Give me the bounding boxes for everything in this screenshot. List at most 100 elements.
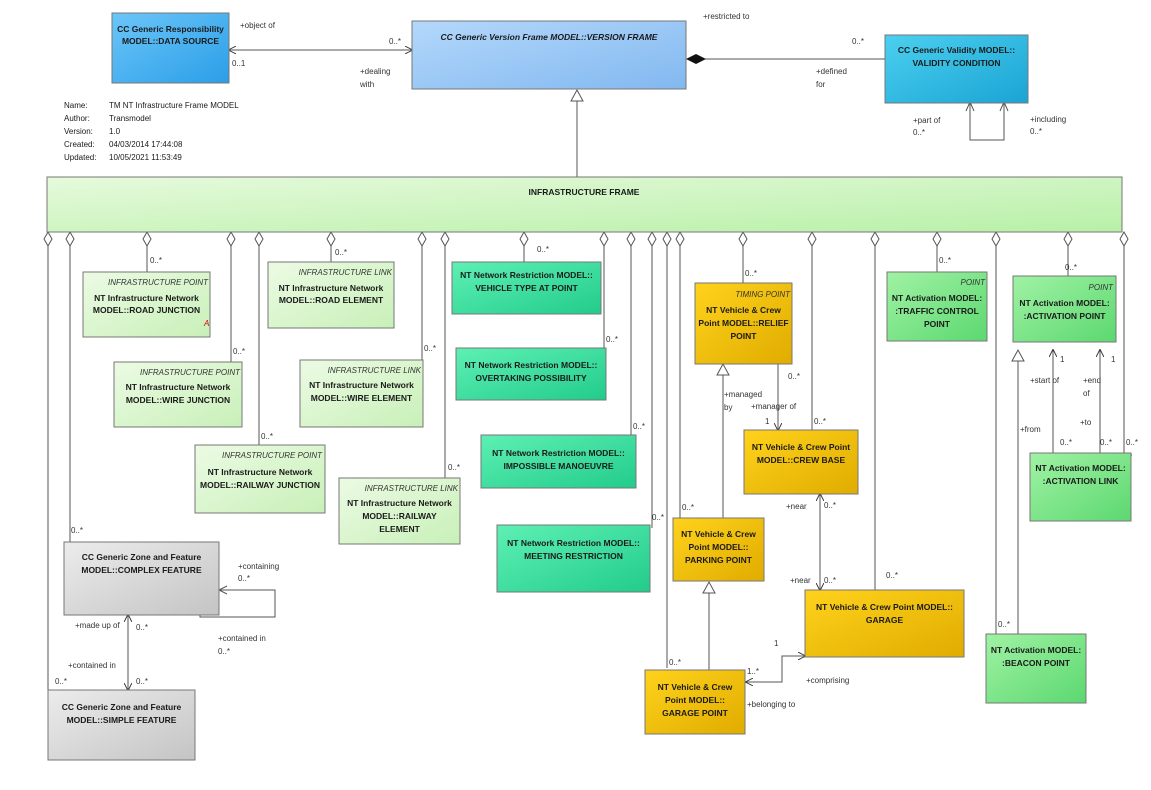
svg-text:0..*: 0..* <box>389 37 401 46</box>
edges <box>43 50 1132 692</box>
svg-text:0..*: 0..* <box>824 576 836 585</box>
svg-text:MODEL::RAILWAY: MODEL::RAILWAY <box>362 511 437 521</box>
svg-text:NT Network Restriction MODEL::: NT Network Restriction MODEL:: <box>492 448 625 458</box>
class-validity-condition[interactable]: CC Generic Validity MODEL:: VALIDITY CON… <box>884 34 1029 104</box>
svg-text:NT Vehicle & Crew: NT Vehicle & Crew <box>681 529 756 539</box>
class-beacon-point[interactable]: NT Activation MODEL: :BEACON POINT <box>985 633 1087 704</box>
class-impossible-manoeuvre[interactable]: NT Network Restriction MODEL:: IMPOSSIBL… <box>480 434 637 489</box>
svg-text:0..*: 0..* <box>788 372 800 381</box>
svg-text:NT Infrastructure Network: NT Infrastructure Network <box>94 293 199 303</box>
class-railway-junction[interactable]: INFRASTRUCTURE POINT NT Infrastructure N… <box>194 444 326 514</box>
svg-text:GARAGE POINT: GARAGE POINT <box>662 708 728 718</box>
svg-text:+managed: +managed <box>724 390 762 399</box>
svg-text:1.0: 1.0 <box>109 127 121 136</box>
svg-text:INFRASTRUCTURE POINT: INFRASTRUCTURE POINT <box>140 368 241 377</box>
class-activation-link[interactable]: NT Activation MODEL: :ACTIVATION LINK <box>1029 452 1132 522</box>
svg-text:0..*: 0..* <box>335 248 347 257</box>
svg-text:0..*: 0..* <box>939 256 951 265</box>
svg-text:+restricted to: +restricted to <box>703 12 750 21</box>
svg-text:CC Generic Version Frame MODEL: CC Generic Version Frame MODEL::VERSION … <box>441 32 658 42</box>
svg-text:NT Infrastructure Network: NT Infrastructure Network <box>309 380 414 390</box>
class-activation-point[interactable]: POINT NT Activation MODEL: :ACTIVATION P… <box>1012 275 1117 343</box>
svg-text:TIMING POINT: TIMING POINT <box>735 290 791 299</box>
class-meeting-restriction[interactable]: NT Network Restriction MODEL:: MEETING R… <box>496 524 651 593</box>
svg-text:ELEMENT: ELEMENT <box>379 524 420 534</box>
class-road-junction[interactable]: INFRASTRUCTURE POINT NT Infrastructure N… <box>82 271 211 338</box>
svg-text:0..*: 0..* <box>261 432 273 441</box>
svg-text:+including: +including <box>1030 115 1066 124</box>
svg-text:+belonging to: +belonging to <box>747 700 796 709</box>
svg-text:POINT: POINT <box>961 278 987 287</box>
svg-text:Name:: Name: <box>64 101 88 110</box>
svg-text:+contained in: +contained in <box>218 634 266 643</box>
svg-text:+to: +to <box>1080 418 1092 427</box>
class-garage[interactable]: NT Vehicle & Crew Point MODEL:: GARAGE <box>804 589 965 658</box>
svg-text:0..*: 0..* <box>852 37 864 46</box>
class-road-element[interactable]: INFRASTRUCTURE LINK NT Infrastructure Ne… <box>267 261 395 329</box>
svg-text:0..*: 0..* <box>1060 438 1072 447</box>
svg-text:with: with <box>359 80 374 89</box>
svg-text:1: 1 <box>1111 355 1116 364</box>
class-overtaking-possibility[interactable]: NT Network Restriction MODEL:: OVERTAKIN… <box>455 347 607 401</box>
svg-text:NT Vehicle & Crew: NT Vehicle & Crew <box>658 682 733 692</box>
svg-text:+dealing: +dealing <box>360 67 390 76</box>
svg-text:MODEL::WIRE ELEMENT: MODEL::WIRE ELEMENT <box>311 393 413 403</box>
svg-text:Updated:: Updated: <box>64 153 96 162</box>
edge-validity-self <box>969 103 1005 141</box>
svg-text:0..*: 0..* <box>913 128 925 137</box>
svg-text:NT Network Restriction MODEL::: NT Network Restriction MODEL:: <box>465 360 598 370</box>
svg-text:A: A <box>203 319 209 328</box>
svg-text:1..*: 1..* <box>747 667 759 676</box>
class-crew-base[interactable]: NT Vehicle & Crew Point MODEL::CREW BASE <box>743 429 859 495</box>
svg-text:MODEL::ROAD JUNCTION: MODEL::ROAD JUNCTION <box>93 305 200 315</box>
class-data-source[interactable]: CC Generic Responsibility MODEL::DATA SO… <box>111 12 230 84</box>
class-relief-point[interactable]: TIMING POINT NT Vehicle & Crew Point MOD… <box>694 282 793 365</box>
svg-text:0..*: 0..* <box>136 677 148 686</box>
class-vehicle-type-at-point[interactable]: NT Network Restriction MODEL:: VEHICLE T… <box>451 261 602 315</box>
svg-text:0..*: 0..* <box>448 463 460 472</box>
svg-text:INFRASTRUCTURE LINK: INFRASTRUCTURE LINK <box>299 268 393 277</box>
class-parking-point[interactable]: NT Vehicle & Crew Point MODEL:: PARKING … <box>672 517 765 582</box>
svg-text:POINT: POINT <box>924 319 951 329</box>
svg-text:for: for <box>816 80 826 89</box>
svg-text:0..*: 0..* <box>745 269 757 278</box>
svg-text:+end: +end <box>1083 376 1101 385</box>
class-railway-element[interactable]: INFRASTRUCTURE LINK NT Infrastructure Ne… <box>338 477 461 545</box>
svg-text:+contained in: +contained in <box>68 661 116 670</box>
svg-text:+made up of: +made up of <box>75 621 120 630</box>
svg-text:NT Network Restriction MODEL::: NT Network Restriction MODEL:: <box>507 538 640 548</box>
svg-text:Author:: Author: <box>64 114 90 123</box>
svg-text:by: by <box>724 403 732 412</box>
generalization-triangle-frame <box>570 88 584 102</box>
svg-text:0..*: 0..* <box>998 620 1010 629</box>
svg-text:INFRASTRUCTURE LINK: INFRASTRUCTURE LINK <box>365 484 459 493</box>
class-wire-element[interactable]: INFRASTRUCTURE LINK NT Infrastructure Ne… <box>299 359 424 428</box>
svg-text:IMPOSSIBLE MANOEUVRE: IMPOSSIBLE MANOEUVRE <box>503 461 613 471</box>
class-simple-feature[interactable]: CC Generic Zone and Feature MODEL::SIMPL… <box>47 689 196 761</box>
svg-text:MODEL::CREW BASE: MODEL::CREW BASE <box>757 455 846 465</box>
svg-text:VALIDITY CONDITION: VALIDITY CONDITION <box>913 58 1001 68</box>
class-complex-feature[interactable]: CC Generic Zone and Feature MODEL::COMPL… <box>63 541 220 616</box>
svg-text:OVERTAKING POSSIBILITY: OVERTAKING POSSIBILITY <box>475 373 587 383</box>
svg-text:CC Generic Validity MODEL::: CC Generic Validity MODEL:: <box>898 45 1015 55</box>
svg-text:+manager of: +manager of <box>751 402 797 411</box>
svg-text:MODEL::SIMPLE FEATURE: MODEL::SIMPLE FEATURE <box>67 715 177 725</box>
class-wire-junction[interactable]: INFRASTRUCTURE POINT NT Infrastructure N… <box>113 361 243 428</box>
svg-text:0..*: 0..* <box>233 347 245 356</box>
svg-text:NT Vehicle & Crew Point MODEL:: NT Vehicle & Crew Point MODEL:: <box>816 602 953 612</box>
svg-text:MEETING RESTRICTION: MEETING RESTRICTION <box>524 551 623 561</box>
svg-text:0..*: 0..* <box>1126 438 1138 447</box>
svg-text:0..*: 0..* <box>633 422 645 431</box>
svg-text:0..*: 0..* <box>886 571 898 580</box>
svg-text:TM NT Infrastructure Frame MOD: TM NT Infrastructure Frame MODEL <box>109 101 239 110</box>
class-version-frame[interactable]: CC Generic Version Frame MODEL::VERSION … <box>411 20 687 90</box>
class-traffic-control-point[interactable]: POINT NT Activation MODEL: :TRAFFIC CONT… <box>886 271 988 342</box>
class-garage-point[interactable]: NT Vehicle & Crew Point MODEL:: GARAGE P… <box>644 669 746 735</box>
svg-text:Version:: Version: <box>64 127 93 136</box>
svg-text:Transmodel: Transmodel <box>109 114 151 123</box>
svg-text:10/05/2021 11:53:49: 10/05/2021 11:53:49 <box>109 153 182 162</box>
svg-text:MODEL::COMPLEX FEATURE: MODEL::COMPLEX FEATURE <box>81 565 202 575</box>
class-infrastructure-frame[interactable]: INFRASTRUCTURE FRAME <box>46 176 1123 233</box>
svg-text:NT Infrastructure Network: NT Infrastructure Network <box>208 467 313 477</box>
